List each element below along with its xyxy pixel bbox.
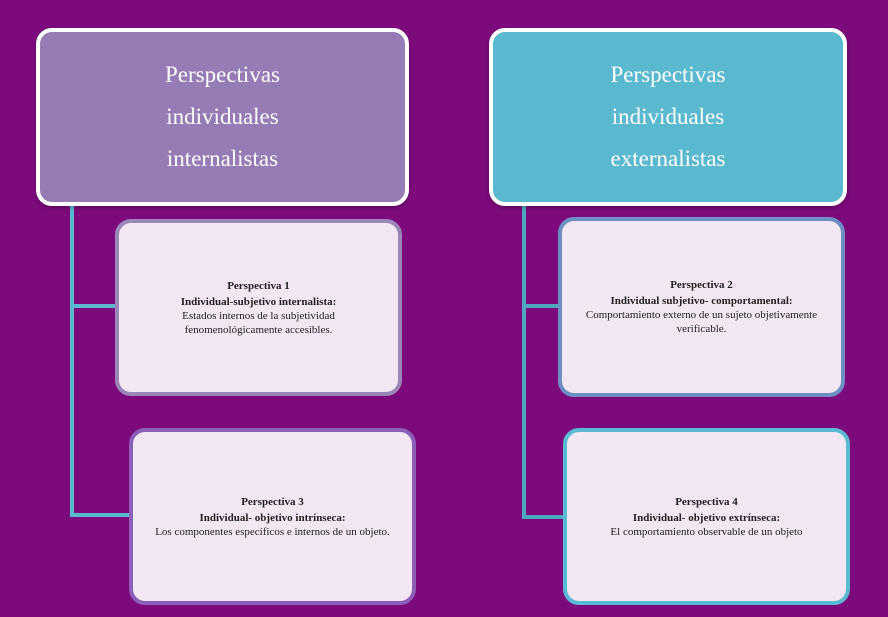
card-description: Estados internos de la subjetividad feno… — [182, 309, 335, 336]
card-description: Los componentes específicos e internos d… — [155, 525, 390, 538]
left-connector-to-card-1 — [70, 304, 117, 308]
card-subtitle: Individual- objetivo extrínseca: — [632, 511, 781, 524]
header-line: individuales — [611, 104, 725, 129]
header-externalistas: Perspectivas individuales externalistas — [489, 28, 847, 206]
header-line: externalistas — [610, 146, 726, 171]
right-connector-to-card-4 — [522, 515, 565, 519]
card-perspectiva-4: Perspectiva 4 Individual- objetivo extrí… — [563, 428, 850, 605]
card-title: Perspectiva 1 — [227, 279, 290, 292]
right-connector-vertical — [522, 204, 526, 519]
card-title: Perspectiva 3 — [241, 495, 304, 508]
card-perspectiva-1: Perspectiva 1 Individual-subjetivo inter… — [115, 219, 402, 396]
card-title: Perspectiva 2 — [670, 279, 733, 291]
card-title: Perspectiva 4 — [675, 495, 738, 508]
right-connector-to-card-2 — [522, 304, 560, 308]
card-description: Comportamiento externo de un sujeto obje… — [585, 309, 818, 335]
header-line: Perspectivas — [165, 62, 280, 87]
card-perspectiva-2: Perspectiva 2 Individual subjetivo- comp… — [558, 217, 845, 397]
card-subtitle: Individual- objetivo intrínseca: — [199, 511, 346, 524]
header-line: internalistas — [166, 146, 279, 171]
left-connector-to-card-3 — [70, 513, 131, 517]
card-perspectiva-3: Perspectiva 3 Individual- objetivo intrí… — [129, 428, 416, 605]
left-connector-vertical — [70, 204, 74, 517]
card-description: El comportamiento observable de un objet… — [610, 525, 803, 538]
card-subtitle: Individual subjetivo- comportamental: — [610, 295, 793, 307]
card-subtitle: Individual-subjetivo internalista: — [180, 295, 337, 308]
header-line: Perspectivas — [610, 62, 726, 87]
header-internalistas: Perspectivas individuales internalistas — [36, 28, 409, 206]
header-line: individuales — [166, 104, 279, 129]
